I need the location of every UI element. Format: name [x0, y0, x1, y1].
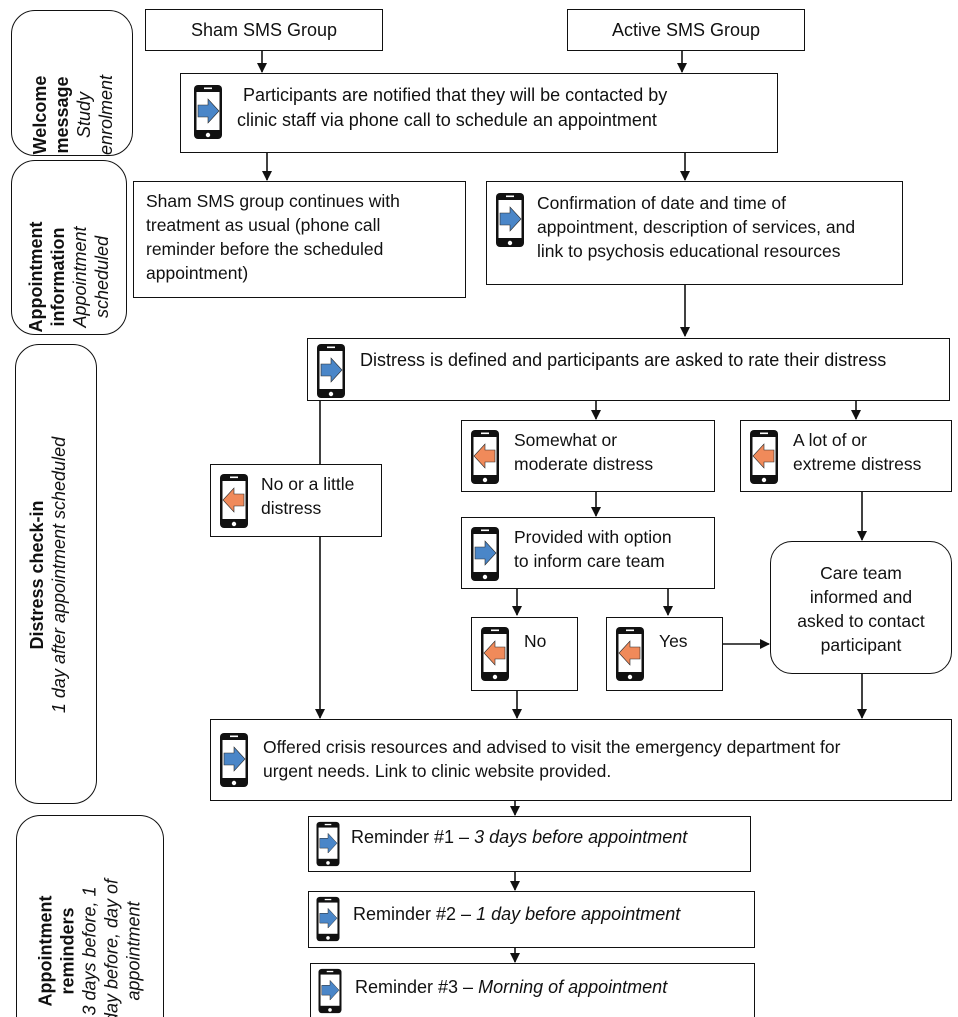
stage-distress: Distress check-in 1 day after appointmen…: [15, 344, 97, 804]
active-group-label: Active SMS Group: [611, 20, 761, 40]
no-label: No: [524, 631, 547, 651]
stage-reminders-sub-3: appointment: [123, 901, 144, 1001]
active-group-box: Active SMS Group: [567, 9, 805, 51]
stage-appointment-title-2: information: [48, 227, 68, 327]
phone-incoming-icon: [471, 430, 499, 484]
distress-define-text: Distress is defined and participants are…: [360, 350, 887, 370]
reminder-1-box: Reminder #1 – 3 days before appointment: [308, 816, 751, 872]
reminder-2-text: Reminder #2 – 1 day before appointment: [353, 903, 680, 926]
stage-distress-sub: 1 day after appointment scheduled: [49, 436, 69, 714]
reminder-1-text: Reminder #1 – 3 days before appointment: [351, 826, 687, 849]
confirmation-line-3: link to psychosis educational resources: [537, 241, 841, 261]
phone-incoming-icon: [220, 474, 248, 528]
stage-appointment-title-1: Appointment: [26, 221, 46, 333]
phone-outgoing-icon: [194, 85, 222, 139]
no-little-line-1: No or a little: [261, 474, 355, 494]
stage-appointment-sub-1: Appointment: [70, 226, 90, 328]
confirmation-line-1: Confirmation of date and time of: [537, 193, 787, 213]
care-team-line-2: informed and: [809, 587, 913, 607]
care-team-line-3: asked to contact: [797, 611, 925, 631]
sham-continue-line-3: reminder before the scheduled: [146, 239, 384, 259]
crisis-line-2: urgent needs. Link to clinic website pro…: [263, 761, 612, 781]
crisis-line-1: Offered crisis resources and advised to …: [263, 737, 841, 757]
notify-box: Participants are notified that they will…: [180, 73, 778, 153]
sham-continue-line-1: Sham SMS group continues with: [146, 191, 400, 211]
stage-reminders-sub-1: 3 days before, 1: [79, 886, 100, 1016]
stage-appointment-sub-2: scheduled: [92, 235, 112, 319]
phone-incoming-icon: [481, 627, 509, 681]
sham-group-label: Sham SMS Group: [190, 20, 338, 40]
phone-outgoing-icon: [317, 344, 345, 398]
stage-reminders-sub-2: day before, day of: [101, 878, 122, 1017]
distress-define-box: Distress is defined and participants are…: [307, 338, 950, 401]
no-box: No: [471, 617, 578, 691]
alot-line-1: A lot of or: [793, 430, 867, 450]
stage-distress-title: Distress check-in: [27, 500, 47, 650]
sham-continue-line-2: treatment as usual (phone call: [146, 215, 381, 235]
phone-outgoing-icon: [318, 968, 342, 1014]
stage-reminders-title-2: reminders: [57, 907, 78, 995]
somewhat-distress-box: Somewhat or moderate distress: [461, 420, 715, 492]
care-team-line-4: participant: [820, 635, 902, 655]
option-line-2: to inform care team: [514, 551, 665, 571]
phone-outgoing-icon: [496, 193, 524, 247]
alot-distress-box: A lot of or extreme distress: [740, 420, 952, 492]
sham-continue-box: Sham SMS group continues with treatment …: [133, 181, 466, 298]
notify-line-1: Participants are notified that they will…: [243, 85, 668, 105]
reminder-1-detail: 3 days before appointment: [474, 827, 688, 847]
confirmation-box: Confirmation of date and time of appoint…: [486, 181, 903, 285]
stage-welcome: Welcome message Study enrolment: [11, 10, 133, 156]
phone-incoming-icon: [750, 430, 778, 484]
reminder-1-prefix: Reminder #1 –: [351, 827, 475, 847]
reminder-2-detail: 1 day before appointment: [476, 904, 681, 924]
crisis-box: Offered crisis resources and advised to …: [210, 719, 952, 801]
phone-outgoing-icon: [220, 733, 248, 787]
phone-incoming-icon: [616, 627, 644, 681]
alot-line-2: extreme distress: [793, 454, 922, 474]
no-little-distress-box: No or a little distress: [210, 464, 382, 537]
sham-continue-line-4: appointment): [146, 263, 249, 283]
reminder-3-text: Reminder #3 – Morning of appointment: [355, 976, 667, 999]
yes-box: Yes: [606, 617, 723, 691]
sham-group-box: Sham SMS Group: [145, 9, 383, 51]
care-team-box: Care team informed and asked to contact …: [770, 541, 952, 674]
phone-outgoing-icon: [316, 896, 340, 942]
stage-reminders: Appointment reminders 3 days before, 1 d…: [16, 815, 164, 1017]
reminder-2-prefix: Reminder #2 –: [353, 904, 477, 924]
confirmation-line-2: appointment, description of services, an…: [537, 217, 856, 237]
phone-outgoing-icon: [316, 821, 340, 867]
reminder-3-box: Reminder #3 – Morning of appointment: [310, 963, 755, 1017]
somewhat-line-1: Somewhat or: [514, 430, 618, 450]
notify-line-2: clinic staff via phone call to schedule …: [237, 110, 657, 130]
phone-outgoing-icon: [471, 527, 499, 581]
reminder-3-prefix: Reminder #3 –: [355, 977, 479, 997]
yes-label: Yes: [659, 631, 688, 651]
reminder-3-detail: Morning of appointment: [478, 977, 668, 997]
reminder-2-box: Reminder #2 – 1 day before appointment: [308, 891, 755, 948]
care-team-line-1: Care team: [820, 563, 902, 583]
stage-reminders-title-1: Appointment: [35, 895, 56, 1007]
somewhat-line-2: moderate distress: [514, 454, 654, 474]
option-line-1: Provided with option: [514, 527, 672, 547]
no-little-line-2: distress: [261, 498, 322, 518]
stage-appointment: Appointment information Appointment sche…: [11, 160, 127, 335]
option-box: Provided with option to inform care team: [461, 517, 715, 589]
